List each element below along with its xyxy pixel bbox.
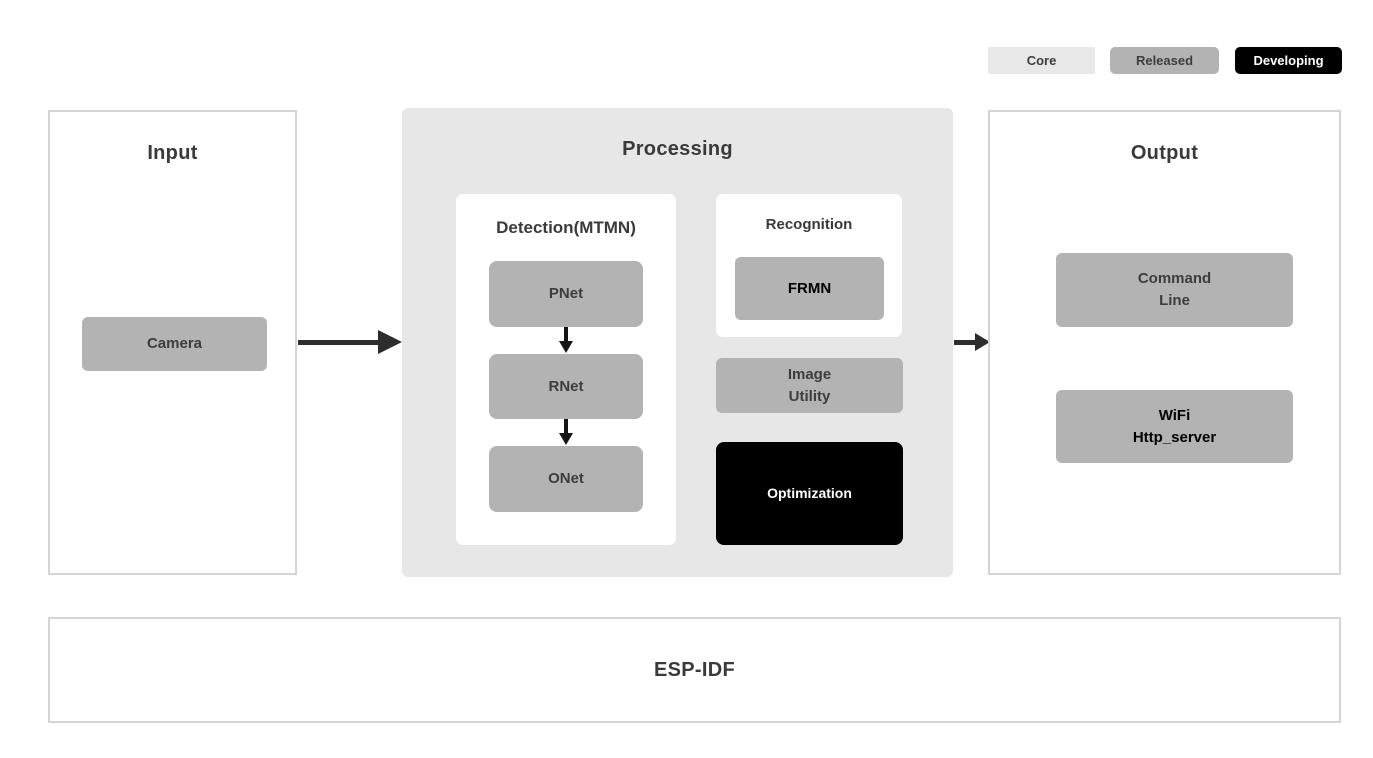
recognition-group: Recognition FRMN <box>716 194 902 337</box>
optimization-label: Optimization <box>767 485 852 502</box>
rnet-node: RNet <box>489 354 643 419</box>
recognition-title: Recognition <box>765 216 853 233</box>
image-utility-label: Image Utility <box>787 365 832 405</box>
pnet-node: PNet <box>489 261 643 327</box>
esp-idf-panel: ESP-IDF <box>48 617 1341 723</box>
arrow-head <box>559 341 573 353</box>
legend-item-developing: Developing <box>1235 47 1342 74</box>
legend-core-label: Core <box>1026 53 1057 68</box>
camera-label: Camera <box>146 335 203 353</box>
frmn-node: FRMN <box>735 257 884 320</box>
rnet-label: RNet <box>548 377 584 395</box>
input-panel: Input Camera <box>48 110 297 575</box>
arrow-right-icon-processing-to-output <box>954 333 990 351</box>
command-line-node: Command Line <box>1056 253 1293 327</box>
input-title: Input <box>147 142 198 164</box>
onet-node: ONet <box>489 446 643 512</box>
arrow-shaft <box>564 419 568 434</box>
detection-title: Detection(MTMN) <box>496 218 636 237</box>
arrow-shaft <box>298 340 380 345</box>
output-title: Output <box>1130 142 1199 164</box>
processing-panel: Processing Detection(MTMN) PNet RNet ONe… <box>402 108 953 577</box>
pnet-label: PNet <box>548 285 584 303</box>
legend-released-label: Released <box>1135 53 1194 68</box>
onet-label: ONet <box>548 470 584 488</box>
arrow-head <box>975 333 990 351</box>
detection-group: Detection(MTMN) PNet RNet ONet <box>456 194 676 545</box>
legend-developing-label: Developing <box>1253 53 1324 68</box>
arrow-down-icon-pnet-to-rnet <box>559 327 573 353</box>
output-panel: Output Command Line WiFi Http_server <box>988 110 1341 575</box>
wifi-http-server-node: WiFi Http_server <box>1056 390 1293 463</box>
legend-item-released: Released <box>1110 47 1219 74</box>
arrow-shaft <box>564 327 568 342</box>
camera-node: Camera <box>82 317 267 371</box>
arrow-head <box>378 330 402 354</box>
arrow-right-icon-input-to-processing <box>298 330 402 354</box>
arrow-head <box>559 433 573 445</box>
processing-title: Processing <box>622 138 733 160</box>
esp-idf-title: ESP-IDF <box>654 658 735 681</box>
optimization-node: Optimization <box>716 442 903 545</box>
image-utility-node: Image Utility <box>716 358 903 413</box>
wifi-http-server-label: WiFi Http_server <box>1132 406 1217 446</box>
arrow-shaft <box>954 340 976 345</box>
legend-item-core: Core <box>988 47 1095 74</box>
arrow-down-icon-rnet-to-onet <box>559 419 573 445</box>
command-line-label: Command Line <box>1137 270 1212 309</box>
frmn-label: FRMN <box>787 279 832 297</box>
